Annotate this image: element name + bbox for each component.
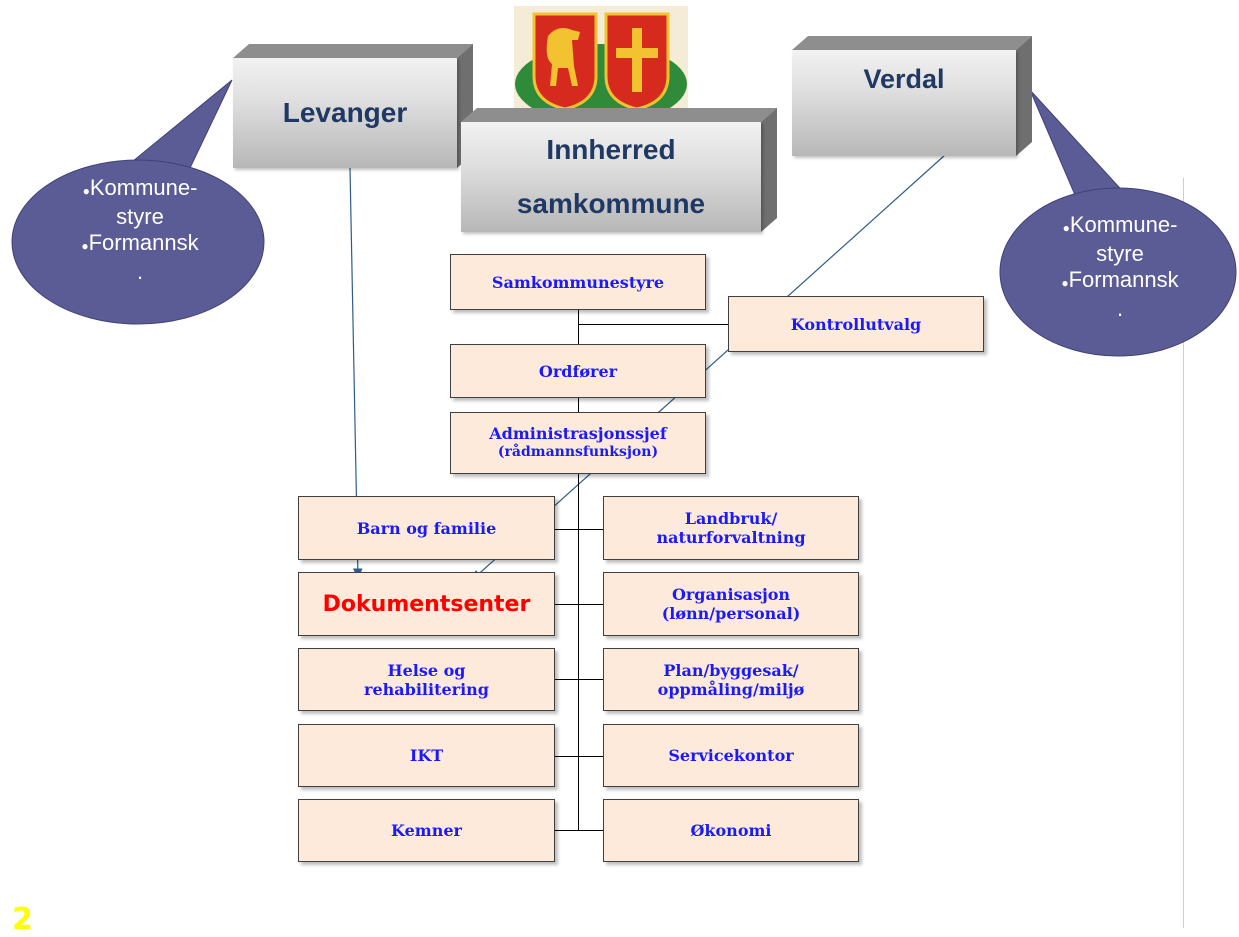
left-speech-bubble bbox=[11, 79, 265, 325]
right-speech-bubble bbox=[999, 89, 1237, 357]
right-bubble-item1: Kommune- bbox=[1069, 212, 1178, 237]
levanger-label: Levanger bbox=[282, 97, 408, 128]
page-number: 2 bbox=[12, 902, 33, 937]
plan-box: Plan/byggesak/ oppmåling/miljø bbox=[603, 648, 859, 711]
row2-connector bbox=[555, 604, 603, 605]
okonomi-box: Økonomi bbox=[603, 799, 859, 862]
okonomi-label: Økonomi bbox=[690, 821, 772, 840]
samkommunestyre-label: Samkommunestyre bbox=[491, 272, 665, 292]
ikt-label: IKT bbox=[409, 746, 444, 765]
barn-og-familie-box: Barn og familie bbox=[298, 496, 555, 560]
kontrollutvalg-label: Kontrollutvalg bbox=[790, 314, 922, 334]
left-bubble-item2: Formannsk bbox=[88, 230, 199, 255]
left-bubble-item1b: styre bbox=[116, 204, 164, 229]
verdal-box: Verdal bbox=[792, 36, 1032, 156]
admin-label-line2: (rådmannsfunksjon) bbox=[497, 444, 659, 460]
servicekontor-label: Servicekontor bbox=[668, 746, 794, 765]
helse-box: Helse og rehabilitering bbox=[298, 648, 555, 711]
trunk-line-top bbox=[578, 310, 579, 344]
ordforer-box: Ordfører bbox=[450, 344, 706, 398]
innherred-label-line2: samkommune bbox=[516, 188, 706, 219]
landbruk-label-line2: naturforvaltning bbox=[656, 528, 806, 547]
coat-of-arms-logo bbox=[514, 6, 688, 124]
kontroll-connector bbox=[578, 324, 728, 325]
right-bubble-item2: Formannsk bbox=[1068, 267, 1179, 292]
row3-connector bbox=[555, 679, 603, 680]
helse-label-line2: rehabilitering bbox=[364, 679, 489, 699]
right-margin-line bbox=[1183, 178, 1184, 928]
right-bubble-text: ●Kommune- styre ●Formannsk . bbox=[1020, 212, 1220, 322]
kontrollutvalg-box: Kontrollutvalg bbox=[728, 296, 984, 352]
landbruk-label-line1: Landbruk/ bbox=[684, 509, 778, 528]
organisasjon-label-line1: Organisasjon bbox=[671, 585, 791, 604]
left-bubble-item3: . bbox=[136, 259, 144, 284]
samkommunestyre-box: Samkommunestyre bbox=[450, 254, 706, 310]
innherred-box: Innherred samkommune bbox=[461, 108, 777, 232]
administrasjonssjef-box: Administrasjonssjef (rådmannsfunksjon) bbox=[450, 412, 706, 474]
plan-label-line2: oppmåling/miljø bbox=[657, 679, 805, 699]
ordforer-label: Ordfører bbox=[538, 361, 618, 381]
row1-connector bbox=[555, 529, 603, 530]
kemner-label: Kemner bbox=[391, 821, 462, 840]
right-bubble-item3: . bbox=[1116, 296, 1124, 321]
barn-label: Barn og familie bbox=[356, 518, 497, 538]
trunk-line-mid bbox=[578, 398, 579, 412]
landbruk-box: Landbruk/ naturforvaltning bbox=[603, 496, 859, 560]
row5-connector bbox=[555, 830, 603, 831]
row4-connector bbox=[555, 756, 603, 757]
levanger-box: Levanger bbox=[233, 44, 473, 168]
verdal-label: Verdal bbox=[863, 64, 945, 94]
left-bubble-text: ●Kommune- styre ●Formannsk . bbox=[40, 175, 240, 285]
servicekontor-box: Servicekontor bbox=[603, 724, 859, 787]
trunk-line-main bbox=[578, 474, 579, 831]
ikt-box: IKT bbox=[298, 724, 555, 787]
dokumentsenter-box: Dokumentsenter bbox=[298, 572, 555, 636]
plan-label-line1: Plan/byggesak/ bbox=[663, 660, 799, 680]
organisasjon-box: Organisasjon (lønn/personal) bbox=[603, 572, 859, 636]
kemner-box: Kemner bbox=[298, 799, 555, 862]
innherred-label-line1: Innherred bbox=[546, 134, 676, 165]
helse-label-line1: Helse og bbox=[387, 660, 466, 680]
left-bubble-item1: Kommune- bbox=[89, 175, 198, 200]
organisasjon-label-line2: (lønn/personal) bbox=[661, 604, 801, 623]
admin-label-line1: Administrasjonssjef bbox=[489, 424, 667, 443]
right-bubble-item1b: styre bbox=[1096, 241, 1144, 266]
dokumentsenter-label: Dokumentsenter bbox=[322, 591, 531, 617]
